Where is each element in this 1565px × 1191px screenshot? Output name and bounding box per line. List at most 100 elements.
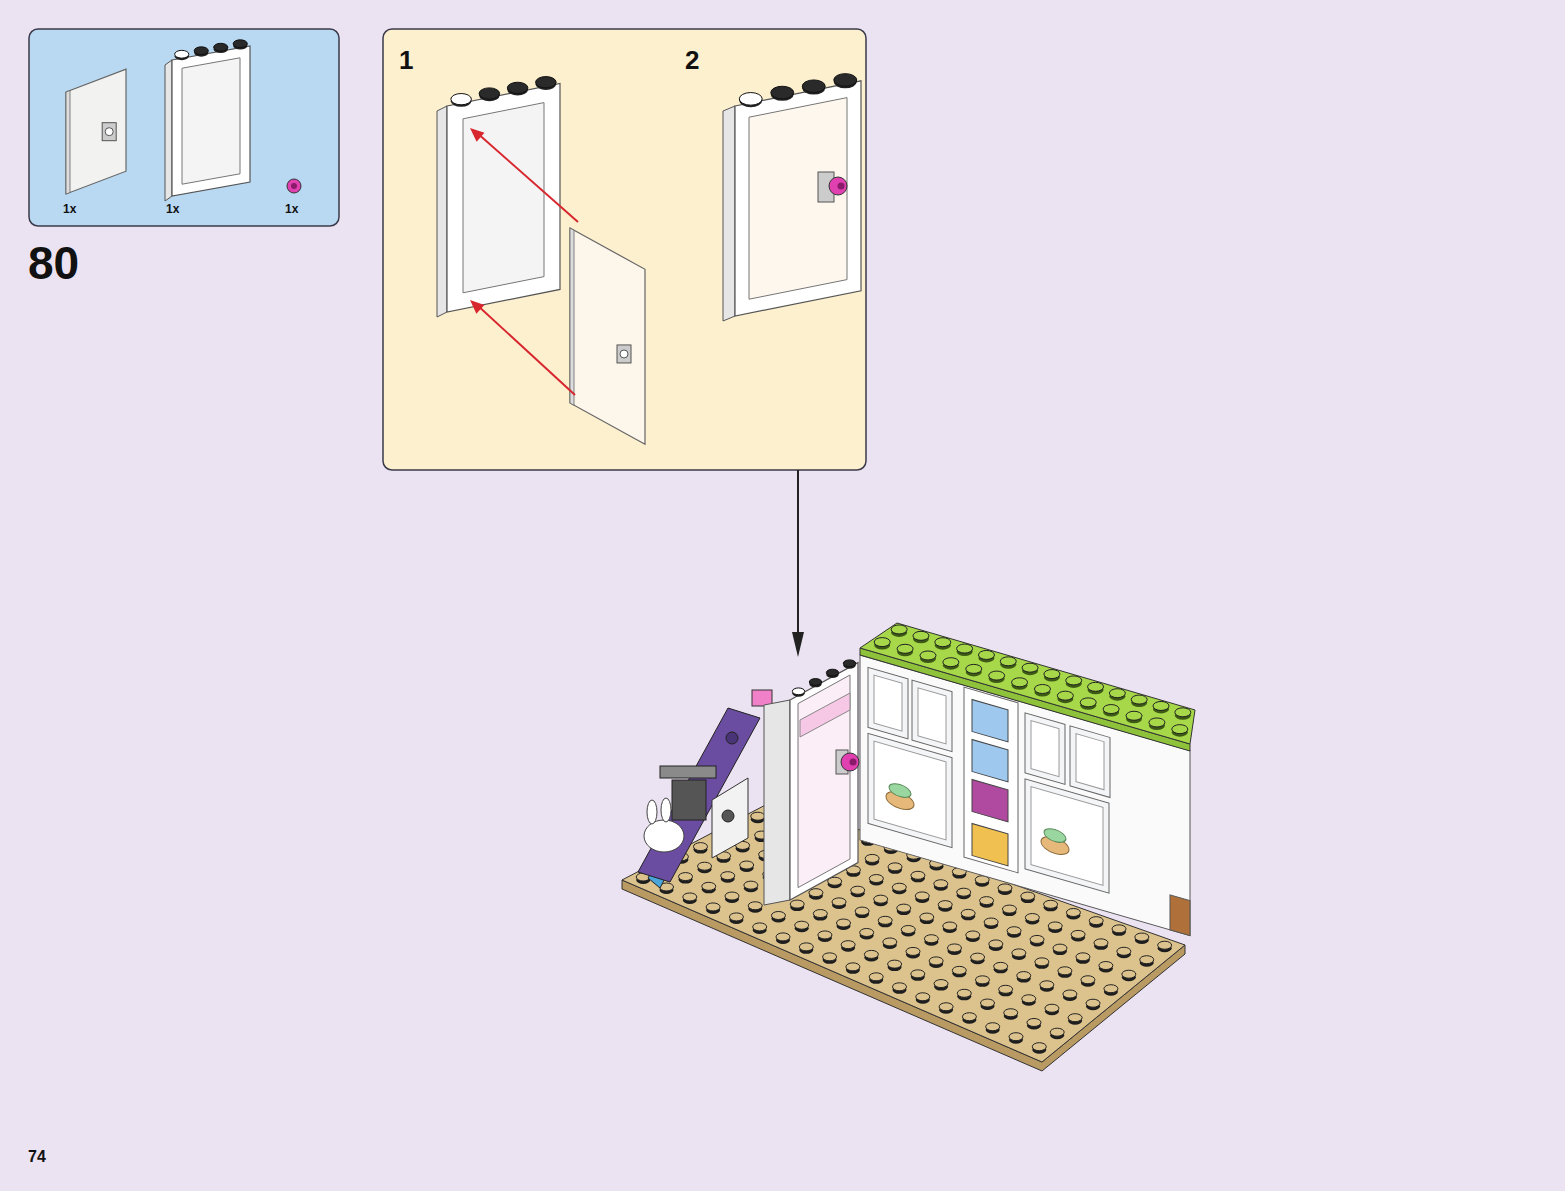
stud-top	[1021, 892, 1035, 900]
assembly-arrowhead	[470, 300, 484, 314]
stud	[1045, 1004, 1059, 1015]
stud	[1063, 990, 1077, 1001]
stud-top	[1007, 927, 1021, 935]
stud	[971, 953, 985, 964]
stud-top	[1022, 663, 1038, 672]
leader-line	[797, 470, 799, 636]
stud-top	[702, 882, 716, 890]
stud	[911, 970, 925, 981]
stud-top	[832, 898, 846, 906]
stud-top	[897, 904, 911, 912]
door-knob-center	[838, 183, 845, 190]
stud-top	[1004, 1009, 1018, 1017]
stud-top	[1094, 939, 1108, 947]
stud	[952, 966, 966, 977]
assembly-arrowhead	[470, 128, 484, 142]
stud-top	[978, 650, 994, 659]
window	[1070, 726, 1110, 798]
stud	[1050, 1028, 1064, 1039]
stud	[962, 1013, 976, 1024]
rabbit-ear	[647, 800, 657, 824]
stud	[771, 911, 785, 922]
poster	[972, 779, 1008, 821]
stud-top	[897, 644, 913, 653]
stud-top	[729, 913, 743, 921]
stud	[938, 901, 952, 912]
stud	[984, 918, 998, 929]
stud-top	[939, 1003, 953, 1011]
stud-top	[1149, 718, 1165, 727]
stud	[1027, 1018, 1041, 1029]
stud-top	[1066, 676, 1082, 685]
frame-opening	[798, 675, 850, 888]
stud-top	[1017, 972, 1031, 980]
stud-top	[175, 50, 189, 58]
stud-top	[1172, 725, 1188, 734]
stud	[1002, 905, 1016, 916]
stud-top	[1034, 684, 1050, 693]
stud-top	[693, 843, 707, 851]
stud-top	[989, 940, 1003, 948]
stud-top	[1088, 682, 1104, 691]
stud	[934, 980, 948, 991]
stud	[841, 941, 855, 952]
stud	[994, 962, 1008, 973]
stud	[1135, 933, 1149, 944]
stud-top	[915, 892, 929, 900]
stud-top	[1030, 935, 1044, 943]
stud-top	[986, 1023, 1000, 1031]
stud-top	[1057, 691, 1073, 700]
stud-top	[920, 651, 936, 660]
door-hole	[105, 128, 113, 136]
stud-top	[975, 976, 989, 984]
stud-top	[860, 928, 874, 936]
stud-top	[892, 983, 906, 991]
stud-top	[924, 935, 938, 943]
stud-top	[1135, 933, 1149, 941]
stud-top	[809, 889, 823, 897]
stud-top	[740, 861, 754, 869]
stud	[929, 957, 943, 968]
stud	[1044, 900, 1058, 911]
stud-top	[971, 953, 985, 961]
stud	[1117, 947, 1131, 958]
window-inner	[1031, 721, 1059, 777]
stud	[832, 898, 846, 909]
stud	[883, 938, 897, 949]
ramp	[638, 708, 760, 882]
stud-top	[1104, 985, 1118, 993]
stud-top	[790, 900, 804, 908]
stud	[698, 862, 712, 873]
stud	[790, 900, 804, 911]
stud	[809, 889, 823, 900]
stud	[864, 950, 878, 961]
door-plate	[102, 123, 116, 141]
stud	[957, 989, 971, 1000]
stud-top	[1068, 1014, 1082, 1022]
stud-top	[721, 872, 735, 880]
page-number: 74	[28, 1149, 46, 1165]
rabbit-ear	[661, 798, 671, 822]
ramp-dot	[722, 810, 734, 822]
stud	[1081, 976, 1095, 987]
stud-top	[1012, 678, 1028, 687]
stud	[855, 907, 869, 918]
stud	[823, 953, 837, 964]
door-hole	[620, 350, 628, 358]
frame-opening	[463, 103, 544, 293]
stud-top	[451, 94, 472, 105]
poster-panel	[964, 687, 1018, 873]
stud-top	[1002, 905, 1016, 913]
stud	[939, 1003, 953, 1014]
stud	[1021, 892, 1035, 903]
stud-top	[739, 93, 762, 106]
stud	[878, 916, 892, 927]
poster	[972, 739, 1008, 781]
stud-top	[1099, 962, 1113, 970]
stud-top	[1071, 930, 1085, 938]
stud-top	[1175, 708, 1191, 717]
frame-face	[735, 81, 861, 316]
stud	[1017, 972, 1031, 983]
stud	[1022, 995, 1036, 1006]
